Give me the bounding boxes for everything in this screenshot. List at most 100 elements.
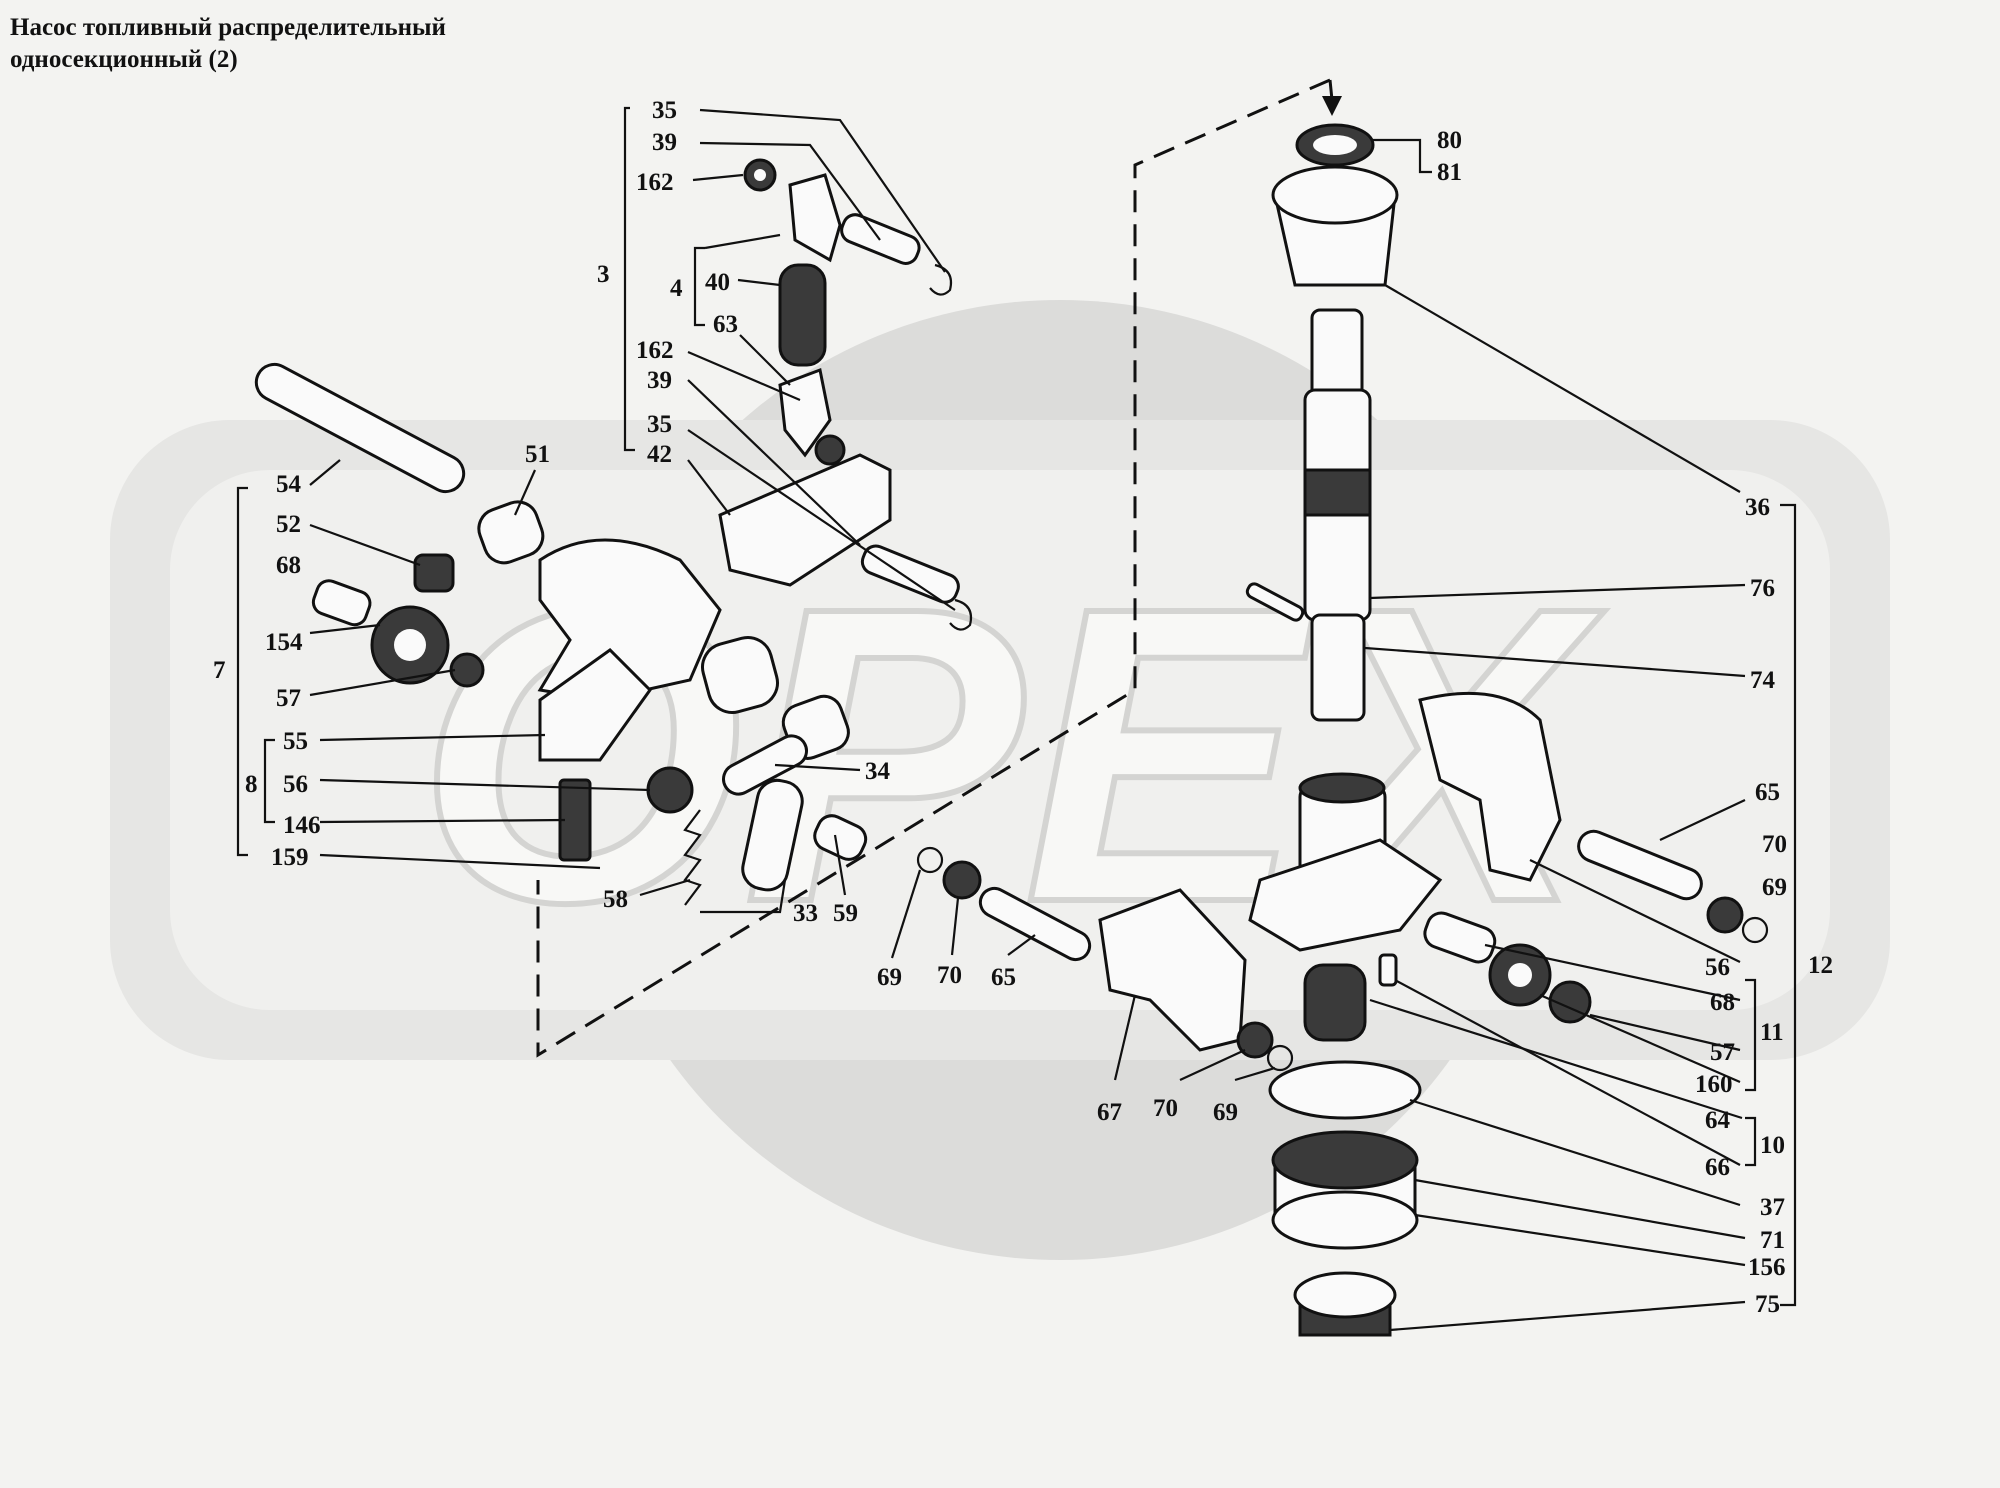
leader-39-top (699, 141, 881, 241)
leader-74 (1364, 646, 1746, 678)
leader-57b (1589, 1013, 1741, 1052)
part-bushing-59 (813, 814, 868, 861)
callout-74: 74 (1750, 667, 1776, 694)
bracket-3 (623, 106, 635, 452)
part-plate-37 (1268, 1060, 1422, 1120)
part-washer-162b (814, 434, 846, 466)
callout-35-top: 35 (652, 97, 677, 124)
leader-156 (1414, 1213, 1746, 1267)
callout-80: 80 (1437, 127, 1462, 154)
part-roller-56 (646, 766, 694, 814)
callout-57-right: 57 (1710, 1039, 1735, 1066)
callout-68-right: 68 (1710, 989, 1735, 1016)
callout-68: 68 (276, 552, 301, 579)
bracket-10 (1745, 1116, 1757, 1167)
callout-69-mid: 69 (877, 964, 902, 991)
callout-35-mid: 35 (647, 411, 672, 438)
callout-36: 36 (1745, 494, 1770, 521)
diagram-title-line-1: Насос топливный распределительный (10, 14, 446, 41)
part-washer-70a (942, 860, 982, 900)
leader-57 (309, 668, 456, 697)
washer-hole (754, 169, 766, 181)
leader-63 (739, 334, 791, 386)
part-bearing-71-top (1271, 1130, 1419, 1190)
part-bolt-68b (1423, 911, 1497, 964)
callout-12: 12 (1808, 952, 1833, 979)
leader-76 (1369, 583, 1746, 600)
part-spring-64 (1303, 963, 1367, 1042)
part-bracket-55 (538, 648, 652, 762)
part-clip-35 (929, 263, 953, 296)
callout-69-low: 69 (1213, 1099, 1238, 1126)
callout-63: 63 (713, 311, 738, 338)
leader-71 (1414, 1178, 1746, 1240)
callout-52: 52 (276, 511, 301, 538)
bracket-11 (1745, 978, 1757, 1092)
part-ring-69c (1741, 916, 1769, 944)
part-lever-group-3 (718, 158, 973, 631)
leader-52 (309, 523, 421, 567)
part-housing-cylinder-top (1298, 772, 1386, 804)
part-cup-36-rim (1271, 165, 1399, 225)
part-bolt-68 (311, 579, 372, 627)
part-spring-40 (778, 263, 827, 367)
part-shaft-group-12 (1245, 123, 1769, 1337)
callout-69-right: 69 (1762, 874, 1787, 901)
part-gear-75-top (1293, 1271, 1397, 1319)
part-bearing-sleeve (701, 636, 779, 714)
bracket-7 (236, 486, 248, 857)
leader-68b (1484, 943, 1741, 1002)
leader-65a (1007, 934, 1036, 956)
part-clip-35b (949, 598, 973, 631)
callout-56-right: 56 (1705, 954, 1730, 981)
callout-58: 58 (603, 886, 628, 913)
callout-81: 81 (1437, 159, 1462, 186)
callout-33: 33 (793, 900, 818, 927)
callout-11: 11 (1760, 1019, 1784, 1046)
callout-65-right: 65 (1755, 779, 1780, 806)
callout-75: 75 (1755, 1291, 1780, 1318)
callout-71: 71 (1760, 1227, 1785, 1254)
leader-56 (319, 778, 651, 792)
leader-lines (236, 106, 1797, 1332)
callout-55: 55 (283, 728, 308, 755)
callout-66: 66 (1705, 1154, 1730, 1181)
leader-75 (1389, 1300, 1746, 1332)
part-sleeve-74 (1310, 613, 1366, 722)
leader-162b (687, 350, 801, 402)
leader-66 (1394, 979, 1741, 1166)
leader-4 (704, 233, 781, 250)
leader-40 (737, 278, 781, 287)
part-washer-70b (1236, 1021, 1274, 1059)
callout-3: 3 (597, 261, 610, 288)
part-cam-67 (1098, 888, 1247, 1052)
callout-67: 67 (1097, 1099, 1122, 1126)
bracket-4 (693, 246, 705, 327)
bearing-160-hole (1508, 963, 1532, 987)
callout-76: 76 (1750, 575, 1775, 602)
leader-146 (319, 818, 566, 824)
callout-39-top: 39 (652, 129, 677, 156)
callout-64: 64 (1705, 1107, 1731, 1134)
part-pin-76 (1245, 582, 1305, 622)
part-pin-65b (1577, 829, 1703, 901)
callout-labels: 35 39 162 3 4 40 63 162 39 35 42 54 51 5… (213, 97, 1833, 1318)
callout-160: 160 (1695, 1071, 1733, 1098)
part-washer-57 (449, 652, 485, 688)
callout-4: 4 (670, 275, 683, 302)
callout-65-mid: 65 (991, 964, 1016, 991)
leader-51 (513, 469, 537, 516)
bearing-hole (394, 629, 426, 661)
callout-56: 56 (283, 771, 308, 798)
callout-70-low: 70 (1153, 1095, 1178, 1122)
part-pin-66 (1378, 953, 1398, 987)
part-pin-65a (978, 886, 1092, 962)
leader-70a (950, 897, 960, 956)
callout-59: 59 (833, 900, 858, 927)
leader-154 (309, 623, 381, 635)
diagram-title-line-2: односекционный (2) (10, 46, 238, 73)
leader-69a (890, 869, 922, 959)
leader-34 (774, 763, 861, 772)
leader-162-top (692, 173, 744, 182)
